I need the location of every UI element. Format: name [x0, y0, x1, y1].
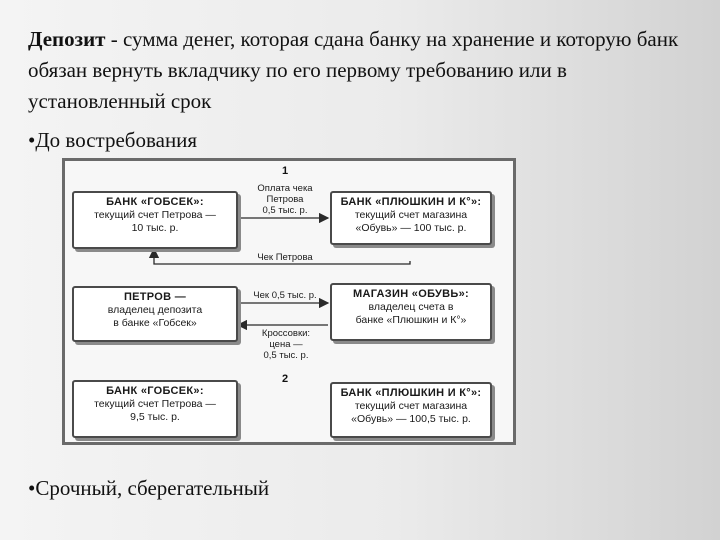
deposit-flow-diagram: 1 2 БАНК «ГОБСЕК»: текущий счет Петрова …	[62, 158, 516, 445]
box-line: текущий счет магазина	[354, 400, 468, 412]
box-title: ПЕТРОВ —	[123, 291, 187, 303]
bank-plyushkin-box-before: БАНК «ПЛЮШКИН И К°»: текущий счет магази…	[330, 191, 492, 245]
box-line: «Обувь» — 100,5 тыс. р.	[351, 413, 471, 425]
step-number-2: 2	[282, 373, 289, 385]
definition-text: Депозит - сумма денег, которая сдана бан…	[28, 24, 688, 117]
bullet-term-savings: •Срочный, сберегательный	[28, 476, 270, 500]
label-line: 0,5 тыс. р.	[262, 205, 308, 216]
box-title: БАНК «ПЛЮШКИН И К°»:	[340, 387, 482, 399]
bank-gobsek-box-after: БАНК «ГОБСЕК»: текущий счет Петрова — 9,…	[72, 380, 238, 438]
box-line: «Обувь» — 100 тыс. р.	[355, 222, 467, 234]
petrov-box: ПЕТРОВ — владелец депозита в банке «Гобс…	[72, 286, 238, 342]
label-line: Петрова	[266, 194, 304, 205]
label-line: цена —	[269, 339, 303, 350]
box-line: текущий счет Петрова —	[94, 398, 216, 410]
box-line: владелец депозита	[107, 304, 203, 316]
box-line: 10 тыс. р.	[131, 222, 179, 234]
label-line: Кроссовки:	[261, 328, 311, 339]
definition-body: - сумма денег, которая сдана банку на хр…	[28, 27, 679, 113]
label-sneakers: Кроссовки: цена — 0,5 тыс. р.	[245, 328, 327, 361]
step-number-1: 1	[282, 165, 289, 177]
box-title: БАНК «ПЛЮШКИН И К°»:	[340, 196, 482, 208]
arrow-cheque	[148, 247, 411, 265]
label-line: 0,5 тыс. р.	[263, 350, 309, 361]
box-line: в банке «Гобсек»	[113, 317, 197, 329]
label-line: Оплата чека	[257, 183, 313, 194]
bank-plyushkin-box-after: БАНК «ПЛЮШКИН И К°»: текущий счет магази…	[330, 382, 492, 438]
label-payment: Оплата чека Петрова 0,5 тыс. р.	[243, 183, 327, 216]
label-cheque: Чек Петрова	[257, 252, 313, 263]
definition-term: Депозит	[28, 27, 106, 51]
box-title: БАНК «ГОБСЕК»:	[106, 385, 204, 397]
box-title: БАНК «ГОБСЕК»:	[106, 196, 204, 208]
diagram-arrows	[148, 212, 411, 331]
label-cheque-amount: Чек 0,5 тыс. р.	[253, 290, 317, 301]
shop-box: МАГАЗИН «ОБУВЬ»: владелец счета в банке …	[330, 283, 492, 341]
bank-gobsek-box-before: БАНК «ГОБСЕК»: текущий счет Петрова — 10…	[72, 191, 238, 249]
box-line: текущий счет Петрова —	[94, 209, 216, 221]
box-title: МАГАЗИН «ОБУВЬ»:	[353, 288, 469, 300]
bullet-on-demand: •До востребования	[28, 128, 198, 152]
box-line: владелец счета в	[368, 301, 454, 313]
box-line: текущий счет магазина	[354, 209, 468, 221]
box-line: банке «Плюшкин и К°»	[355, 314, 467, 326]
box-line: 9,5 тыс. р.	[130, 411, 180, 423]
